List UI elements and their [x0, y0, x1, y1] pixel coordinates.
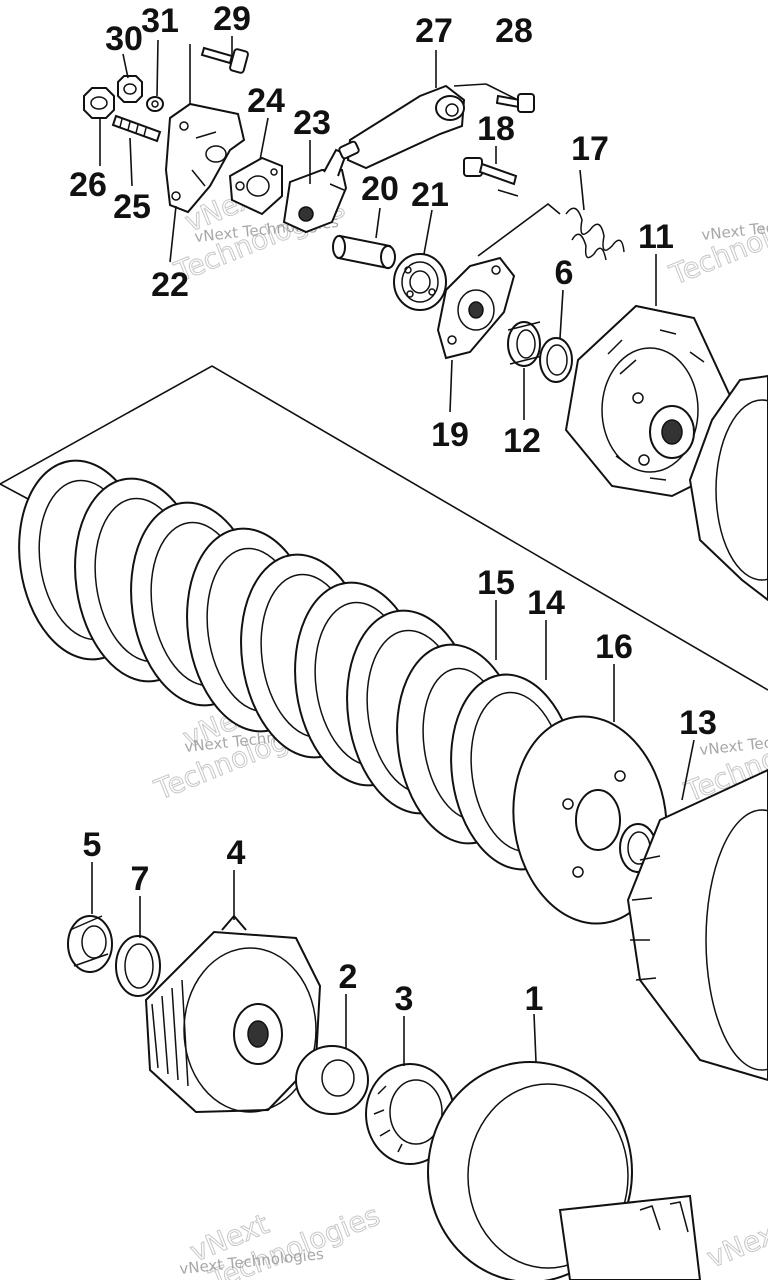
part-clutch-basket-edge	[688, 374, 768, 602]
callout-18: 18	[477, 110, 515, 148]
part-6-washer	[539, 337, 573, 383]
group-bracket-line	[0, 365, 768, 691]
callout-5: 5	[83, 826, 102, 864]
callout-16: 16	[595, 628, 633, 666]
callout-20: 20	[361, 170, 399, 208]
callout-7: 7	[131, 860, 150, 898]
callout-29: 29	[213, 0, 251, 38]
part-18-bolt	[463, 157, 518, 186]
callout-4: 4	[227, 834, 246, 872]
part-19-lifter-plate	[436, 256, 516, 360]
part-31-washer	[146, 96, 164, 112]
part-20-push-rod	[332, 234, 396, 270]
part-21-bearing	[393, 253, 447, 311]
part-16-pressure-plate	[512, 715, 668, 925]
part-27-release-arm	[338, 84, 466, 170]
callout-17: 17	[571, 130, 609, 168]
callout-6: 6	[555, 254, 574, 292]
callout-25: 25	[113, 188, 151, 226]
callout-26: 26	[69, 166, 107, 204]
part-24-gasket	[228, 156, 283, 216]
part-2-collar	[295, 1045, 369, 1115]
part-22-bracket	[164, 102, 246, 214]
part-30-nut	[117, 75, 143, 103]
part-23-cam	[282, 148, 348, 234]
group-bracket-tick	[0, 483, 31, 501]
part-4-clutch-drum	[144, 914, 322, 1114]
callout-30: 30	[105, 20, 143, 58]
callout-3: 3	[395, 980, 414, 1018]
callout-31: 31	[141, 2, 179, 40]
part-28-bolt	[495, 93, 535, 113]
part-29-bolt	[200, 46, 249, 74]
watermark-text: vNext	[702, 1213, 768, 1274]
callout-1: 1	[525, 980, 544, 1018]
part-12-bush	[507, 321, 543, 367]
callout-12: 12	[503, 422, 541, 460]
callout-24: 24	[247, 82, 285, 120]
callout-2: 2	[339, 958, 358, 996]
callout-22: 22	[151, 266, 189, 304]
callout-15: 15	[477, 564, 515, 602]
leader-lines	[91, 36, 695, 1066]
part-25-stud	[111, 114, 162, 143]
callout-27: 27	[415, 12, 453, 50]
part-26-nut	[83, 87, 115, 119]
callout-labels: 30 31 29 27 28 24 23 18 17 26 25 20 21 1…	[69, 0, 717, 1018]
callout-19: 19	[431, 416, 469, 454]
part-1-outer-clutch	[427, 1061, 702, 1280]
callout-13: 13	[679, 704, 717, 742]
part-17-spring	[565, 207, 625, 261]
part-clutch-basket	[626, 768, 768, 1082]
callout-28: 28	[495, 12, 533, 50]
callout-23: 23	[293, 104, 331, 142]
callout-11: 11	[638, 218, 674, 256]
callout-21: 21	[411, 176, 449, 214]
clutch-plate-stack	[18, 459, 768, 1082]
part-7-washer	[115, 935, 161, 997]
callout-14: 14	[527, 584, 565, 622]
part-5-collar	[67, 915, 113, 973]
